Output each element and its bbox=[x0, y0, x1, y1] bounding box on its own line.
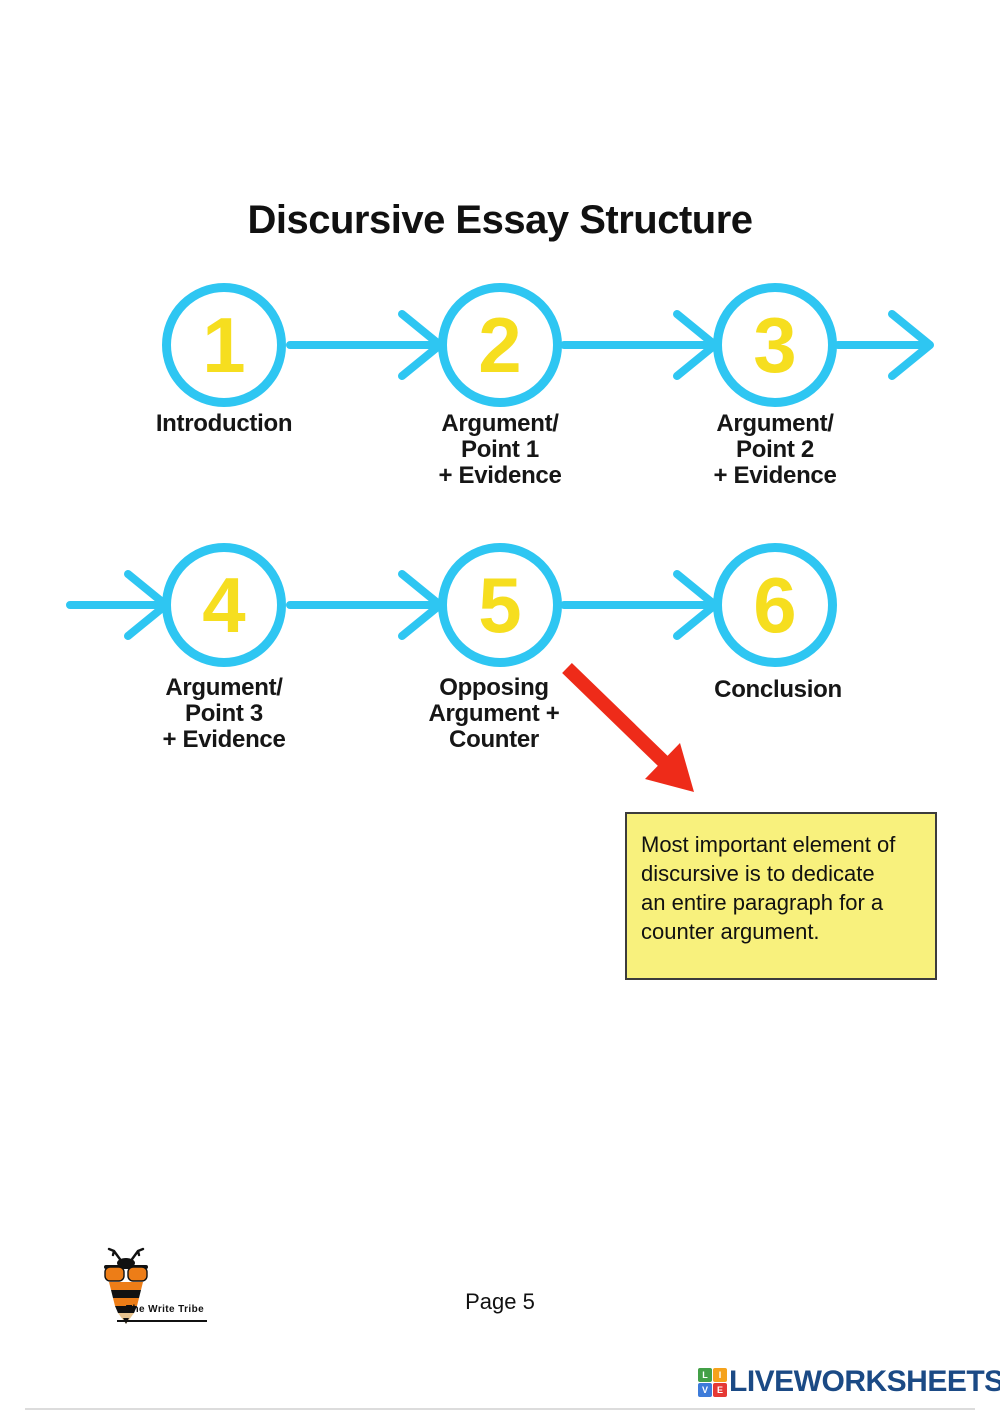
annotation-note-text: Most important element of discursive is … bbox=[641, 832, 896, 944]
step-number-6: 6 bbox=[753, 561, 797, 649]
step-number-3: 3 bbox=[753, 301, 797, 389]
arrow-step3-exit bbox=[834, 310, 934, 380]
step-label-introduction: Introduction bbox=[155, 410, 293, 437]
arrow-step1-step2 bbox=[286, 310, 444, 380]
step-label-point3: Argument/ Point 3 + Evidence bbox=[162, 674, 286, 753]
publisher-name: The Write Tribe bbox=[126, 1304, 205, 1315]
step-circle-1 bbox=[162, 283, 286, 407]
page-title: Discursive Essay Structure bbox=[247, 198, 753, 242]
step-circle-5 bbox=[438, 543, 562, 667]
brand-tile-l: L bbox=[698, 1367, 712, 1382]
page-number: Page 5 bbox=[465, 1289, 535, 1314]
step-label-opposing: Opposing Argument + Counter bbox=[428, 674, 560, 753]
step-label-point1: Argument/ Point 1 + Evidence bbox=[438, 410, 562, 489]
annotation-note: Most important element of discursive is … bbox=[625, 812, 937, 980]
annotation-arrow-head bbox=[645, 743, 694, 792]
arrow-step2-step3 bbox=[560, 310, 719, 380]
step-circle-4 bbox=[162, 543, 286, 667]
liveworksheets-grid-icon: L I V E bbox=[698, 1367, 727, 1397]
step-label-conclusion: Conclusion bbox=[714, 676, 842, 703]
step-circle-6 bbox=[713, 543, 837, 667]
step-label-point2: Argument/ Point 2 + Evidence bbox=[713, 410, 837, 489]
brand-tile-e: E bbox=[713, 1382, 727, 1397]
arrow-enter-step4 bbox=[66, 570, 170, 640]
brand-name: LIVEWORKSHEETS bbox=[729, 1365, 1000, 1398]
arrow-step5-step6 bbox=[560, 570, 719, 640]
publisher-bee-logo-icon bbox=[104, 1247, 148, 1324]
step-circle-3 bbox=[713, 283, 837, 407]
arrow-step4-step5 bbox=[286, 570, 444, 640]
step-number-1: 1 bbox=[202, 301, 246, 389]
bottom-divider bbox=[25, 1408, 975, 1410]
step-circle-2 bbox=[438, 283, 562, 407]
liveworksheets-logo[interactable]: L I V E LIVEWORKSHEETS bbox=[698, 1367, 1000, 1397]
step-number-4: 4 bbox=[202, 561, 246, 649]
brand-tile-i: I bbox=[713, 1367, 727, 1382]
brand-tile-v: V bbox=[698, 1382, 712, 1397]
step-number-2: 2 bbox=[478, 301, 522, 389]
publisher-underline bbox=[117, 1320, 207, 1322]
step-number-5: 5 bbox=[478, 561, 522, 649]
